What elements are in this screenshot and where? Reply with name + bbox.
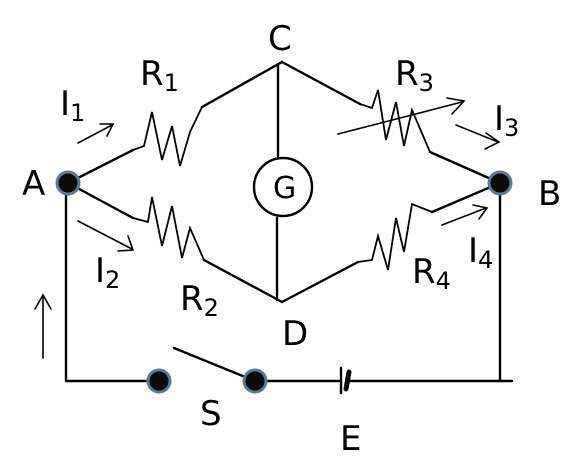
arrow-i3 [455,124,501,150]
switch-blade [172,346,257,383]
label-g: G [273,171,296,206]
label-i3: I3 [494,99,519,142]
label-e: E [340,419,361,459]
label-i4: I4 [468,231,493,274]
wire-r3-b [428,150,502,185]
cell-plate-short [343,369,352,392]
label-a: A [22,164,45,204]
wire-r2-d [202,258,284,304]
variable-resistor-arrow [337,101,463,135]
resistor-r2 [132,196,205,261]
label-r3: R3 [395,54,434,97]
label-b: B [538,174,561,214]
arrow-i2 [77,220,135,252]
resistor-r1 [132,106,203,167]
wire-c-r3 [280,60,362,106]
label-d: D [282,314,308,354]
variable-resistor-arrowhead [446,97,466,115]
switch-contact-right [242,368,268,394]
galvanometer [252,156,314,218]
resistor-r3 [359,89,431,153]
label-r2: R2 [180,279,219,322]
wire-a-down [64,181,160,383]
label-i1: I1 [60,84,85,127]
resistor-r4 [357,202,433,271]
arrow-loop-up [34,293,52,359]
label-i2: I2 [95,251,120,294]
label-c: C [268,19,292,59]
terminal-a [55,170,81,196]
terminal-b [487,170,513,196]
arrow-i1 [77,123,115,144]
wire-r1-c [200,60,284,109]
wire-d-r4 [280,260,360,304]
label-r1: R1 [140,54,179,97]
switch-contact-left [146,368,172,394]
label-s: S [200,394,222,434]
label-r4: R4 [412,252,451,295]
arrow-i4 [441,204,489,226]
